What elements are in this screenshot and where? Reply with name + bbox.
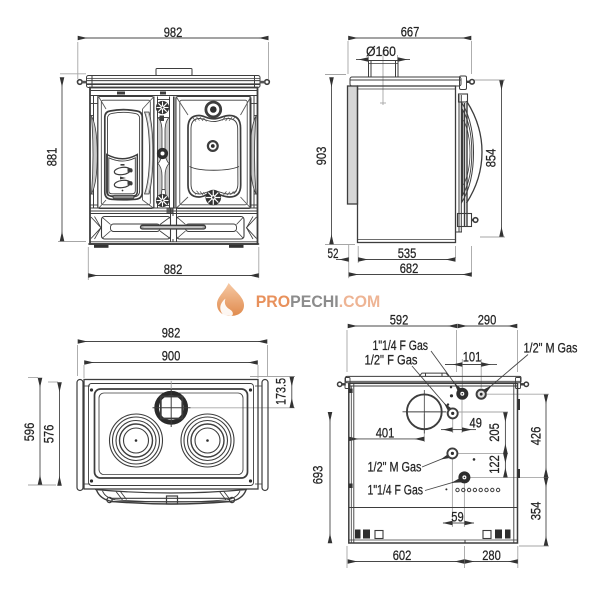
svg-text:900: 900	[162, 349, 181, 364]
svg-text:52: 52	[328, 246, 339, 261]
svg-text:596: 596	[22, 423, 37, 442]
svg-text:592: 592	[390, 313, 409, 328]
svg-text:667: 667	[401, 25, 420, 40]
svg-text:903: 903	[314, 147, 329, 166]
svg-text:682: 682	[400, 261, 419, 276]
svg-text:1/2" M Gas: 1/2" M Gas	[524, 341, 578, 356]
svg-text:1"1/4 F Gas: 1"1/4 F Gas	[373, 338, 429, 353]
svg-text:290: 290	[478, 313, 497, 328]
svg-text:PROPECHI.COM: PROPECHI.COM	[256, 293, 381, 311]
svg-text:882: 882	[164, 262, 183, 277]
svg-text:576: 576	[42, 425, 57, 444]
svg-text:535: 535	[398, 246, 417, 261]
svg-text:354: 354	[529, 501, 544, 520]
svg-text:982: 982	[164, 25, 183, 40]
svg-text:49: 49	[470, 416, 482, 431]
svg-text:982: 982	[162, 326, 181, 341]
svg-text:881: 881	[45, 148, 60, 167]
svg-text:1/2" F Gas: 1/2" F Gas	[365, 353, 418, 368]
svg-text:1"1/4 F Gas: 1"1/4 F Gas	[368, 483, 424, 498]
svg-text:1/2" M Gas: 1/2" M Gas	[368, 460, 422, 475]
svg-text:602: 602	[393, 548, 412, 563]
svg-text:854: 854	[484, 148, 499, 167]
svg-text:693: 693	[311, 466, 326, 485]
svg-text:122: 122	[487, 455, 502, 474]
svg-text:426: 426	[529, 427, 544, 446]
svg-text:205: 205	[487, 423, 502, 442]
svg-text:401: 401	[376, 425, 395, 440]
svg-text:173.5: 173.5	[274, 378, 289, 405]
svg-text:59: 59	[451, 510, 463, 525]
svg-text:280: 280	[482, 548, 501, 563]
svg-text:Ø160: Ø160	[366, 44, 396, 59]
svg-text:101: 101	[463, 350, 482, 365]
